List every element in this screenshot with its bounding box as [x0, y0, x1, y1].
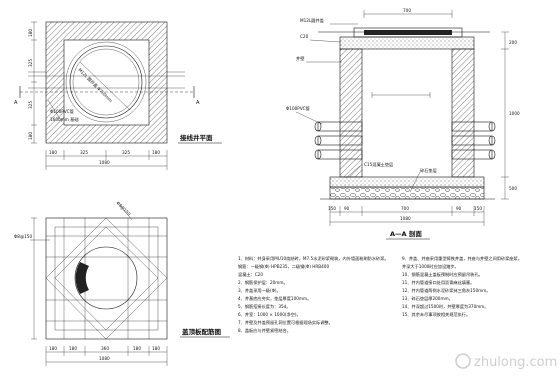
section-dim-bottom-3: 700	[401, 206, 409, 211]
note-left-7: 6、井室：1000 × 1000(净空)。	[238, 311, 301, 318]
section-label-concrete: C15混凝土垫层	[364, 161, 393, 168]
section-label-pipe: Φ100PVC管	[286, 105, 310, 112]
note-left-4: 3、井盖采用一级(Φ)。	[238, 287, 281, 294]
notes-right: 9、井盖、井座采用重型铸铁井盖，井座与井壁之间用砂浆座浆。 井深大于1000时应…	[402, 255, 522, 318]
note-right-1: 井深大于1000时应加设踏步。	[402, 263, 459, 270]
note-right-2: 10、钢筋混凝土盖板预制时应预留吊装孔。	[402, 271, 483, 278]
top-dim-total: 1080	[99, 356, 110, 361]
plan-dim-total: 1080	[99, 160, 110, 165]
plan-dim-bottom-4: 180	[152, 150, 160, 155]
note-left-6: 5、钢筋搭接长度为：35d。	[238, 303, 291, 310]
plan-dim-left-3: 325	[28, 101, 33, 109]
note-right-6: 14、井深超过1500时，井壁厚度为370mm。	[402, 303, 489, 310]
top-dim-bottom-3: 360	[101, 346, 109, 351]
section-dim-top: 700	[403, 8, 411, 13]
top-slab-title: 盖顶板配筋图	[182, 327, 222, 336]
section-mark-left: A	[14, 100, 18, 106]
section-dim-bottom-4: 90	[456, 206, 462, 211]
plan-label-pipe: Φ100PVC管	[50, 108, 74, 115]
plan-label-base: 1600mm 基础	[50, 116, 79, 123]
section-title: A—A 剖面	[390, 229, 422, 238]
note-right-4: 12、井内管道两侧水泥砂浆抹三角灰150mm。	[402, 287, 490, 294]
notes-left: 1、材料：井身采用MU10烧结砖，M7.5水泥砂浆砌筑，内外墙面粉刷防水砂浆。 …	[238, 255, 389, 334]
section-label-wall: 井壁	[296, 55, 304, 62]
note-right-0: 9、井盖、井座采用重型铸铁井盖，井座与井壁之间用砂浆座浆。	[402, 255, 522, 262]
plan-dim-left-2: 325	[28, 59, 33, 67]
top-label-bar-1: Φ8@150	[115, 200, 132, 217]
section-label-cover: M12L圆井盖	[300, 17, 324, 24]
note-left-0: 1、材料：井身采用MU10烧结砖，M7.5水泥砂浆砌筑，内外墙面粉刷防水砂浆。	[238, 255, 389, 262]
section-label-gravel: 碎石垫层	[420, 167, 437, 174]
top-dim-bottom-2: 180	[69, 346, 77, 351]
section-dim-right-2: 1000	[509, 111, 520, 116]
top-dim-bottom-5: 180	[152, 346, 160, 351]
section-dim-bottom-2: 90	[344, 206, 350, 211]
note-left-9: 8、盖板应与井壁紧密结合。	[238, 327, 291, 334]
plan-dim-bottom-1: 180	[49, 150, 57, 155]
note-left-1: 钢筋：一级钢(Φ) HPB235，二级钢(Φ) HRB400	[238, 263, 329, 270]
note-right-3: 11、井内管道接口处用沥青麻丝填塞。	[402, 279, 474, 286]
section-dim-bottom-5: 150	[474, 206, 482, 211]
section-dim-right-3: 500	[509, 186, 517, 191]
section-dim-total: 1080	[400, 216, 411, 221]
note-left-3: 2、钢筋保护层：20mm。	[238, 279, 288, 286]
top-label-bar-2: Φ8@150	[14, 234, 32, 239]
note-left-2: 混凝土：C20	[238, 271, 263, 278]
plan-dim-bottom-3: 325	[122, 150, 130, 155]
plan-dim-left-1: 180	[28, 29, 33, 37]
watermark-text: zhulong.com	[474, 355, 557, 370]
section-label-c20: C20	[300, 34, 309, 39]
top-slab-view: Φ8@150 Φ8@150 180 180 360 180 180 1080 盖…	[14, 200, 230, 366]
note-left-8: 7、井壁及井盖预留孔洞位置可根据现场实际调整。	[238, 319, 333, 326]
plan-dim-left-4: 180	[28, 132, 33, 140]
pipes-left	[314, 121, 363, 160]
plan-dim-bottom-2: 325	[80, 150, 88, 155]
top-dim-bottom-4: 180	[133, 346, 141, 351]
section-view: M12L圆井盖 C20 井壁 Φ100PVC管 C15混凝土垫层 碎石垫层 70…	[286, 8, 520, 240]
top-dim-bottom-1: 180	[49, 346, 57, 351]
note-left-5: 4、井基底应夯实，垫层厚度100mm。	[238, 295, 311, 302]
section-dim-bottom-1: 150	[328, 206, 336, 211]
watermark: zhulong.com	[455, 353, 557, 370]
plan-view-title: 接线井平面	[180, 133, 213, 142]
note-right-7: 15、其余未尽事项按相关规范执行。	[402, 311, 470, 318]
plan-view: A A M12L 圆井盖 Φ700mm Φ100PVC管 1600mm 基础 1…	[14, 21, 222, 170]
section-mark-right: A	[196, 100, 200, 106]
pipes-right	[451, 121, 496, 160]
note-right-5: 13、碎石垫层厚200mm。	[402, 295, 453, 302]
section-dim-right-1: 200	[509, 40, 517, 45]
